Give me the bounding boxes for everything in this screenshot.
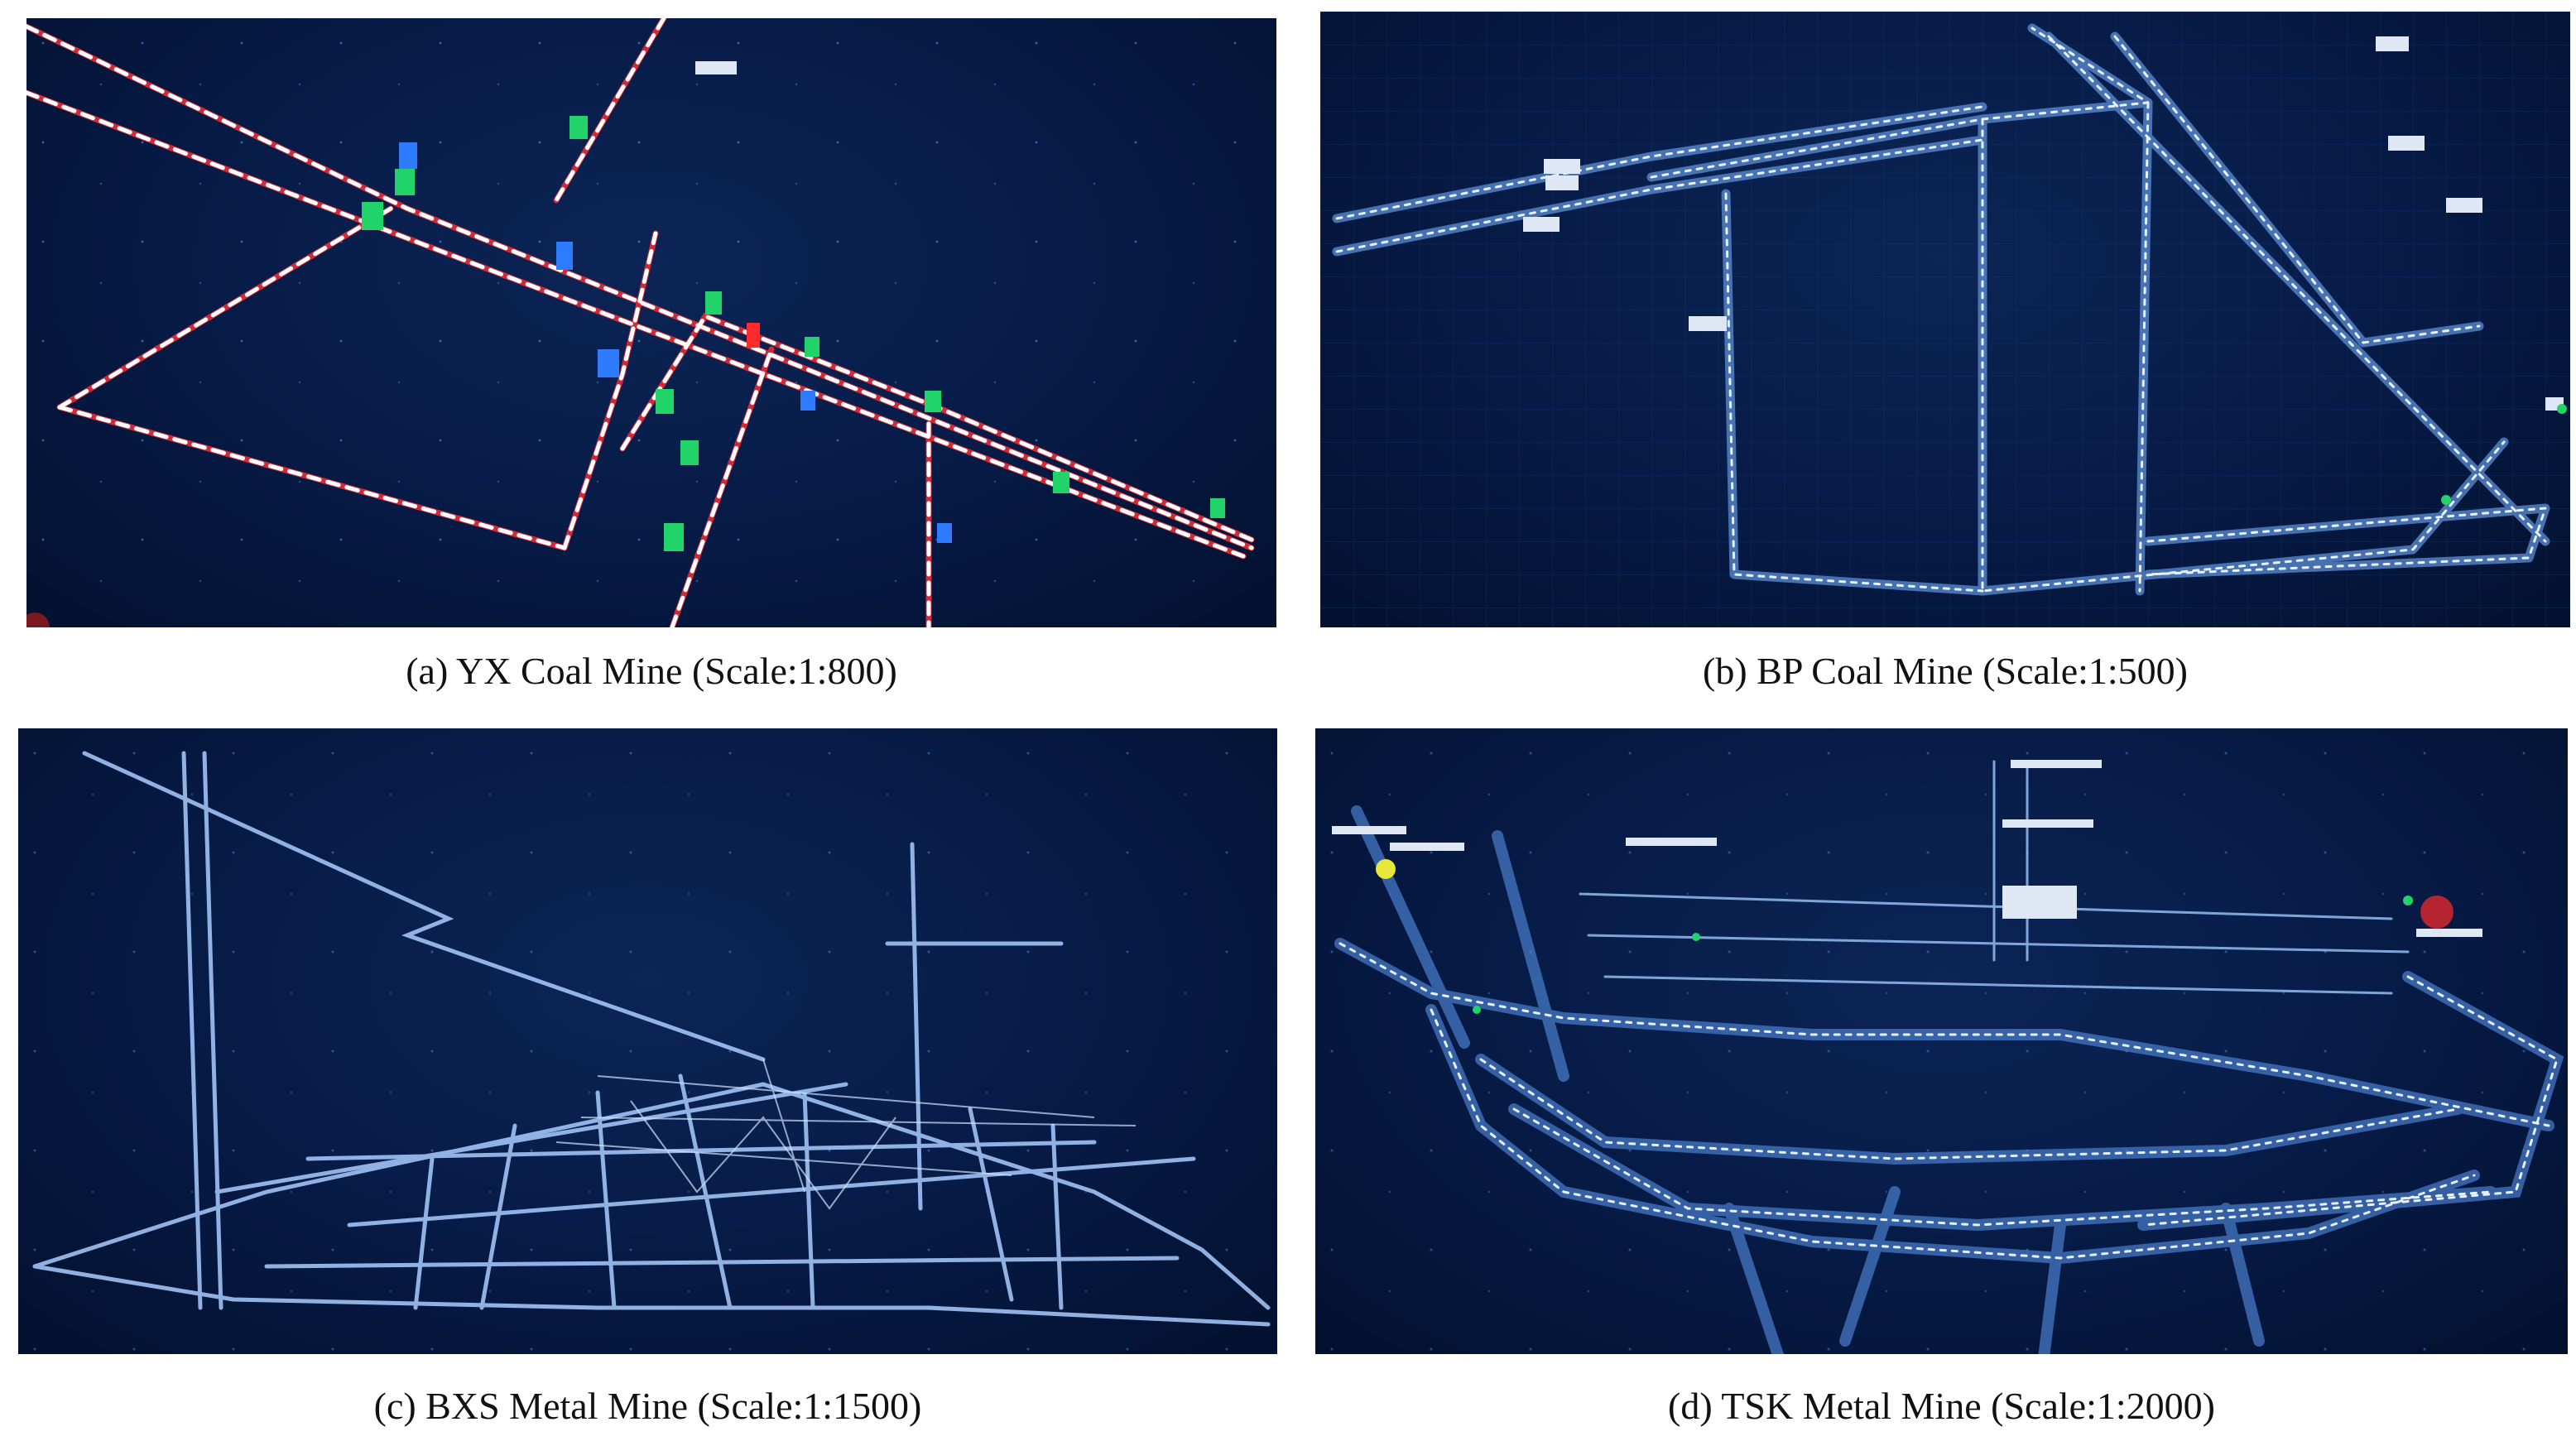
caption-tsk-metal-mine: (d) TSK Metal Mine (Scale:1:2000) [1668, 1385, 2215, 1427]
location-label-icon [1523, 36, 2564, 411]
sensor-marker-icon [1376, 859, 2453, 1014]
bp-coal-mine-map [1320, 12, 2570, 627]
caption-bxs-metal-mine: (c) BXS Metal Mine (Scale:1:1500) [373, 1385, 922, 1427]
caption-yx-coal-mine: (a) YX Coal Mine (Scale:1:800) [406, 650, 897, 692]
bp-coal-mine-panel [1320, 12, 2570, 627]
yx-coal-mine-panel [26, 18, 1276, 627]
tsk-metal-mine-map [1315, 728, 2568, 1354]
bxs-metal-mine-panel [18, 728, 1277, 1354]
caption-bp-coal-mine: (b) BP Coal Mine (Scale:1:500) [1703, 650, 2188, 692]
tsk-metal-mine-panel [1315, 728, 2568, 1354]
yx-coal-mine-map [26, 18, 1276, 627]
alarm-marker-icon [26, 323, 760, 627]
location-label-icon [695, 61, 737, 74]
bxs-metal-mine-map [18, 728, 1277, 1354]
location-label-icon [1332, 760, 2482, 937]
sensor-marker-icon [2441, 404, 2567, 505]
sensor-marker-icon [362, 116, 1225, 551]
